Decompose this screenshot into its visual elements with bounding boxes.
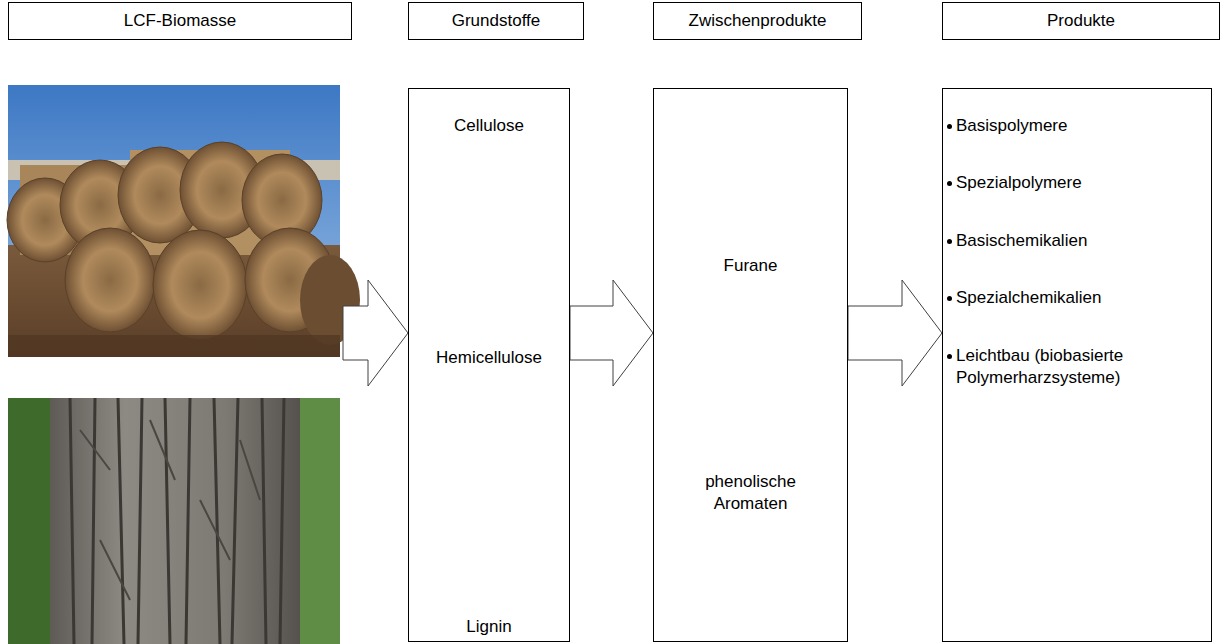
block-arrow (343, 280, 408, 386)
bullet-dot (947, 239, 952, 244)
item-label: Cellulose (415, 115, 563, 137)
column-header: Zwischenprodukte (653, 2, 862, 40)
item-label: Furane (660, 255, 841, 277)
column-header: LCF-Biomasse (8, 2, 352, 40)
list-item: Leichtbau (biobasierte Polymerharzsystem… (956, 345, 1205, 389)
bullet-dot (947, 354, 952, 359)
header-label: Produkte (943, 10, 1219, 32)
list-item: Spezialpolymere (956, 172, 1205, 194)
tree-trunk-photo (8, 398, 340, 644)
column-header: Grundstoffe (408, 2, 584, 40)
bullet-dot (947, 181, 952, 186)
list-item: Basispolymere (956, 115, 1205, 137)
column-box: Furane phenolische Aromaten (653, 88, 848, 642)
bullet-dot (947, 296, 952, 301)
bullet-dot (947, 124, 952, 129)
block-arrow (848, 280, 942, 386)
straw-bale-photo (7, 85, 360, 357)
item-label: phenolische Aromaten (688, 471, 813, 515)
column-box: CelluloseHemicelluloseLignin (408, 88, 570, 642)
list-item: Basischemikalien (956, 230, 1205, 252)
item-label: Hemicellulose (415, 347, 563, 369)
item-label: Lignin (415, 616, 563, 638)
column-box: BasispolymereSpezialpolymereBasischemika… (942, 88, 1212, 642)
header-label: Zwischenprodukte (654, 10, 861, 32)
list-item: Spezialchemikalien (956, 287, 1205, 309)
header-label: LCF-Biomasse (9, 10, 351, 32)
column-header: Produkte (942, 2, 1220, 40)
header-label: Grundstoffe (409, 10, 583, 32)
block-arrow (570, 280, 653, 386)
